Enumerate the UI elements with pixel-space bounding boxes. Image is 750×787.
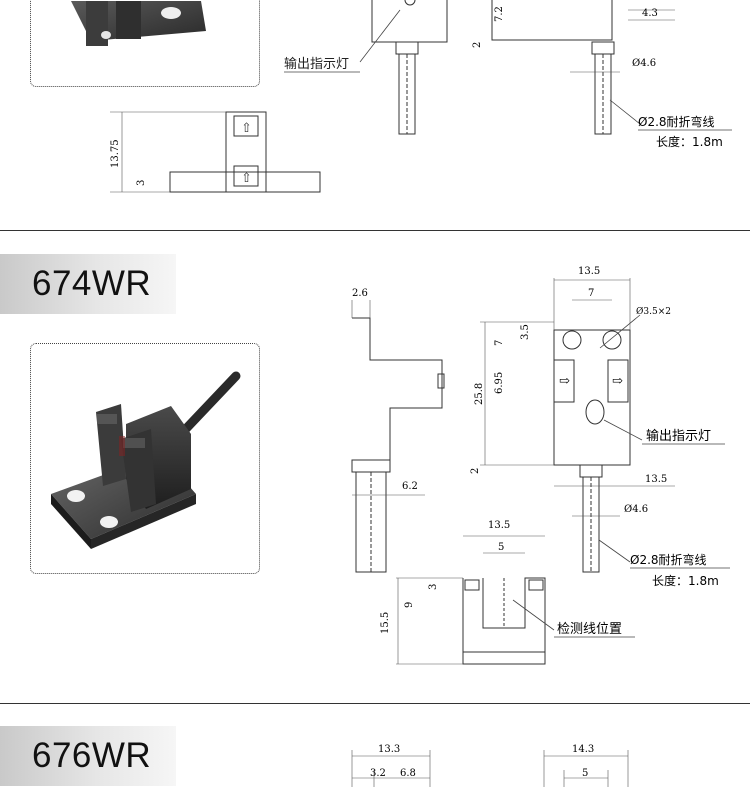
dim-258: 25.8 <box>474 383 485 405</box>
drawing-674wr: 2.6 6.2 ⇨ ⇨ 13.5 7 Ø3.5×2 25.8 7 3.5 6.9… <box>351 266 730 665</box>
cable-length-top: 长度：1.8m <box>656 134 723 149</box>
section-divider-1 <box>0 230 750 231</box>
dim-26: 2.6 <box>352 288 368 299</box>
dim-68: 6.8 <box>400 768 416 779</box>
dim-3-top: 3 <box>136 180 147 186</box>
dim-133: 13.3 <box>378 744 400 755</box>
model-title-674wr: 674WR <box>32 264 152 303</box>
dim-2-top: 2 <box>472 42 483 48</box>
hole-spec: Ø3.5×2 <box>636 306 671 317</box>
model-title-676wr: 676WR <box>32 736 152 775</box>
svg-text:⇨: ⇨ <box>612 374 623 389</box>
dim-3-674: 3 <box>428 584 439 590</box>
dim-155: 15.5 <box>380 612 391 634</box>
dim-72: 7.2 <box>494 6 505 22</box>
indicator-label-674: 输出指示灯 <box>646 428 711 444</box>
dim-135-right: 13.5 <box>645 474 667 485</box>
detect-label-674: 检测线位置 <box>557 622 622 637</box>
svg-text:⇧: ⇧ <box>241 171 252 186</box>
dim-135-top: 13.5 <box>578 266 600 277</box>
dim-1375: 13.75 <box>110 139 121 168</box>
dim-695: 6.95 <box>494 372 505 394</box>
svg-text:⇨: ⇨ <box>559 374 570 389</box>
cable-spec-top: Ø2.8耐折弯线 <box>638 114 715 129</box>
dim-43: 4.3 <box>642 8 658 19</box>
drawing-676wr: 13.3 3.2 6.8 14.3 5 <box>351 744 629 787</box>
dim-2-674: 2 <box>470 468 481 474</box>
cable-length-674: 长度：1.8m <box>652 573 719 588</box>
cable-spec-674: Ø2.8耐折弯线 <box>630 552 707 567</box>
dim-9: 9 <box>404 602 415 608</box>
sensor-photo-top <box>71 1 206 46</box>
dim-5: 5 <box>498 542 504 553</box>
dim-7: 7 <box>588 288 594 299</box>
dim-62: 6.2 <box>402 481 418 492</box>
model-label-674wr: 674WR <box>0 254 176 314</box>
dim-35: 3.5 <box>520 324 531 340</box>
model-label-676wr: 676WR <box>0 726 176 786</box>
top-drawing: 输出指示灯 4.3 7.2 2 Ø4.6 Ø2.8耐折弯线 长度：1.8m ⇧ … <box>110 0 732 193</box>
dim-7-v: 7 <box>494 340 505 346</box>
indicator-label-top: 输出指示灯 <box>284 56 349 72</box>
phi46-674: Ø4.6 <box>624 504 648 515</box>
sensor-photo-674 <box>51 371 241 549</box>
dim-5-676: 5 <box>582 768 588 779</box>
dim-32: 3.2 <box>370 768 386 779</box>
product-photo-frame-top <box>30 0 260 87</box>
phi46-top: Ø4.6 <box>632 58 656 69</box>
svg-text:⇧: ⇧ <box>241 121 252 136</box>
dim-143: 14.3 <box>572 744 594 755</box>
section-divider-2 <box>0 703 750 704</box>
product-photo-frame-674 <box>30 343 260 574</box>
dim-135-bottom: 13.5 <box>488 520 510 531</box>
